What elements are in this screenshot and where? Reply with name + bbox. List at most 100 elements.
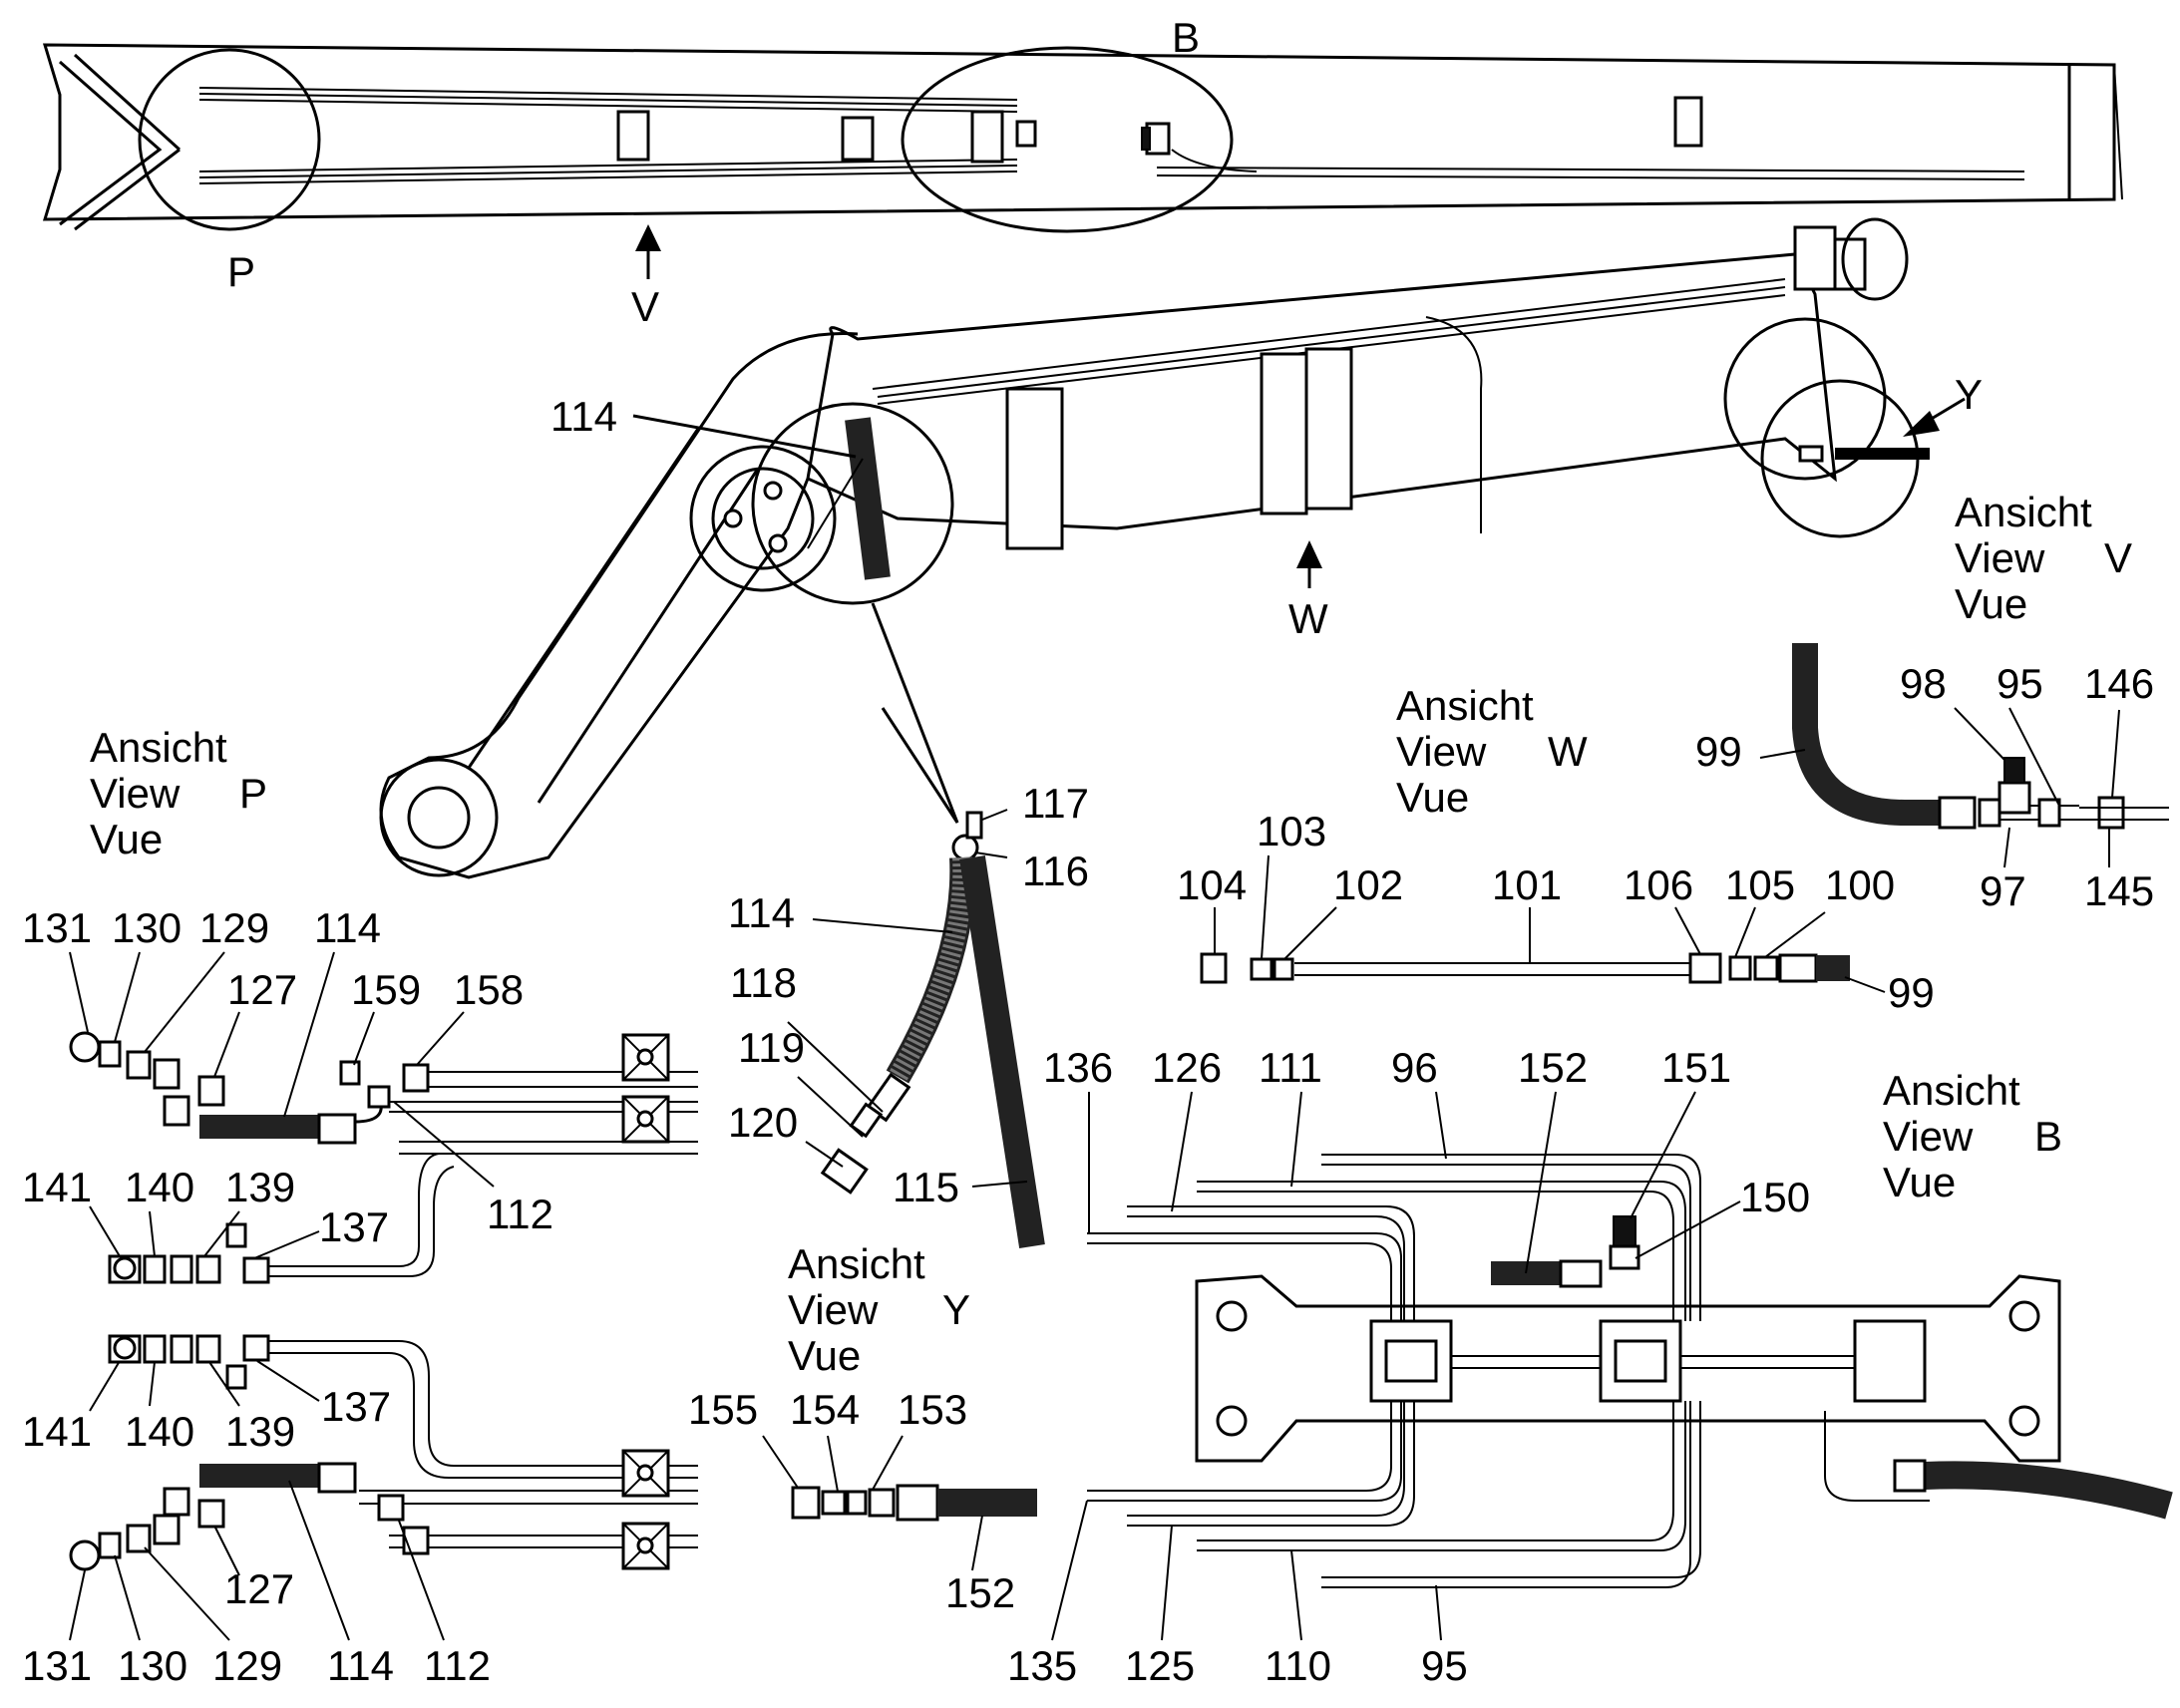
marker-v: V — [631, 283, 659, 330]
view-caption-Y-letter: Y — [942, 1286, 970, 1333]
part-label-viewY-p152: 152 — [945, 1569, 1015, 1616]
view-caption-Y-line2: View — [788, 1286, 879, 1333]
part-label-viewP_lower-p129: 129 — [212, 1642, 282, 1689]
part-label-viewV-p98: 98 — [1900, 660, 1947, 707]
part-label-viewP_upper-p141: 141 — [22, 1164, 92, 1210]
view-b: Ansicht View B Vue — [1007, 1044, 2173, 1689]
part-label-viewV-p146: 146 — [2084, 660, 2154, 707]
part-label-viewV-p95: 95 — [1997, 660, 2043, 707]
label-detail-114: 114 — [728, 889, 795, 936]
part-label-viewB-p110: 110 — [1265, 1642, 1331, 1689]
label-115: 115 — [893, 1164, 959, 1210]
label-116: 116 — [1022, 848, 1089, 894]
view-caption-V-line3: Vue — [1955, 580, 2027, 627]
label-118: 118 — [730, 959, 797, 1006]
marker-w: W — [1288, 595, 1328, 642]
view-arrow-y: Y — [1903, 371, 1983, 437]
part-label-viewB-p111: 111 — [1259, 1044, 1322, 1091]
part-label-viewY-p153: 153 — [898, 1386, 967, 1433]
pivot-joint — [689, 445, 837, 592]
part-label-viewP_upper-p159: 159 — [351, 966, 421, 1013]
detail-circle-pivot — [751, 402, 954, 605]
view-caption-B-letter: B — [2034, 1113, 2062, 1160]
view-caption-V-line2: View — [1955, 534, 2045, 581]
view-caption-P-line3: Vue — [90, 816, 163, 862]
part-label-viewB-p152: 152 — [1518, 1044, 1588, 1091]
part-label-viewP_lower-p137: 137 — [321, 1383, 391, 1430]
view-caption-P-line2: View — [90, 770, 181, 817]
view-caption-W-line2: View — [1396, 728, 1487, 775]
part-label-viewP_upper-p140: 140 — [125, 1164, 194, 1210]
view-caption-V-line1: Ansicht — [1955, 489, 2092, 535]
view-caption-B-line2: View — [1883, 1113, 1974, 1160]
part-label-viewP_lower-p127: 127 — [224, 1565, 294, 1612]
view-y: Ansicht View Y Vue 155 154 153 152 — [688, 1240, 1037, 1616]
view-caption-W-letter: W — [1548, 728, 1588, 775]
boom-side-view: Y W 114 — [379, 217, 1983, 879]
boom-bracket — [616, 96, 1703, 164]
part-label-viewW-p103: 103 — [1257, 808, 1326, 854]
view-p-upper: 131 130 129 114 127 159 158 141 140 139 … — [22, 904, 698, 1284]
part-label-viewP_lower-p112: 112 — [424, 1642, 491, 1689]
part-label-viewW-p101: 101 — [1492, 861, 1562, 908]
part-label-viewP_upper-p127: 127 — [227, 966, 297, 1013]
part-label-viewW-p99: 99 — [1888, 969, 1935, 1016]
part-label-viewV-p97: 97 — [1980, 867, 2026, 914]
view-caption-W-line1: Ansicht — [1396, 682, 1534, 729]
view-caption-Y-line1: Ansicht — [788, 1240, 925, 1287]
label-119: 119 — [738, 1024, 805, 1071]
part-label-viewW-p102: 102 — [1333, 861, 1403, 908]
part-label-viewW-p104: 104 — [1177, 861, 1247, 908]
part-label-viewP_lower-p140: 140 — [125, 1408, 194, 1455]
part-label-viewP_lower-p114: 114 — [327, 1642, 394, 1689]
part-label-viewW-p105: 105 — [1725, 861, 1795, 908]
part-label-viewB-p95: 95 — [1421, 1642, 1468, 1689]
detail-circle-p — [138, 48, 321, 231]
boom-clamp — [1005, 347, 1353, 550]
part-label-viewB-p125: 125 — [1125, 1642, 1195, 1689]
marker-p: P — [227, 248, 255, 295]
part-label-viewB-p126: 126 — [1152, 1044, 1222, 1091]
marker-b: B — [1172, 14, 1200, 61]
view-caption-B-line3: Vue — [1883, 1159, 1956, 1205]
view-v: Ansicht View V Vue 98 95 146 99 97 145 — [1695, 489, 2169, 914]
view-arrow-v: V — [631, 224, 661, 330]
part-label-viewW-p100: 100 — [1825, 861, 1895, 908]
view-w: Ansicht View W Vue 104 103 102 101 106 1… — [1177, 682, 1935, 1016]
part-label-viewP_lower-p139: 139 — [225, 1408, 295, 1455]
part-label-viewP_lower-p131: 131 — [22, 1642, 92, 1689]
valve-block — [1369, 1319, 1453, 1403]
part-label-viewV-p145: 145 — [2084, 867, 2154, 914]
part-label-viewP_lower-p141: 141 — [22, 1408, 92, 1455]
marker-y: Y — [1955, 371, 1983, 418]
view-caption-P-line1: Ansicht — [90, 724, 227, 771]
view-caption-V-letter: V — [2104, 534, 2132, 581]
view-arrow-w: W — [1288, 540, 1328, 642]
view-caption-Y-line3: Vue — [788, 1332, 861, 1379]
label-120: 120 — [728, 1099, 798, 1146]
label-117: 117 — [1022, 780, 1089, 827]
detail-circle-b — [901, 46, 1234, 233]
part-label-viewP_upper-p158: 158 — [454, 966, 524, 1013]
part-label-viewP_lower-p130: 130 — [118, 1642, 187, 1689]
view-caption-P-letter: P — [239, 770, 267, 817]
label-top-114: 114 — [550, 393, 617, 440]
part-label-viewP_upper-p131: 131 — [22, 904, 92, 951]
part-label-viewB-p96: 96 — [1391, 1044, 1438, 1091]
part-label-viewB-p151: 151 — [1661, 1044, 1731, 1091]
part-label-viewY-p154: 154 — [790, 1386, 860, 1433]
part-label-viewY-p155: 155 — [688, 1386, 758, 1433]
boom-plan-view: B P V — [42, 14, 2123, 330]
view-p-caption: Ansicht View P Vue — [90, 724, 267, 862]
part-label-viewP_upper-p137: 137 — [319, 1203, 389, 1250]
view-caption-B-line1: Ansicht — [1883, 1067, 2020, 1114]
part-label-viewP_upper-p114: 114 — [314, 904, 381, 951]
part-label-viewB-p135: 135 — [1007, 1642, 1077, 1689]
part-label-viewB-p136: 136 — [1043, 1044, 1113, 1091]
valve-block — [1853, 1319, 1927, 1403]
detail-hose-view: 117 116 114 118 119 120 115 — [728, 780, 1089, 1248]
part-label-viewV-p99: 99 — [1695, 728, 1742, 775]
view-p-lower: 141 140 139 137 127 131 130 129 114 112 — [22, 1334, 698, 1689]
part-label-viewW-p106: 106 — [1624, 861, 1693, 908]
